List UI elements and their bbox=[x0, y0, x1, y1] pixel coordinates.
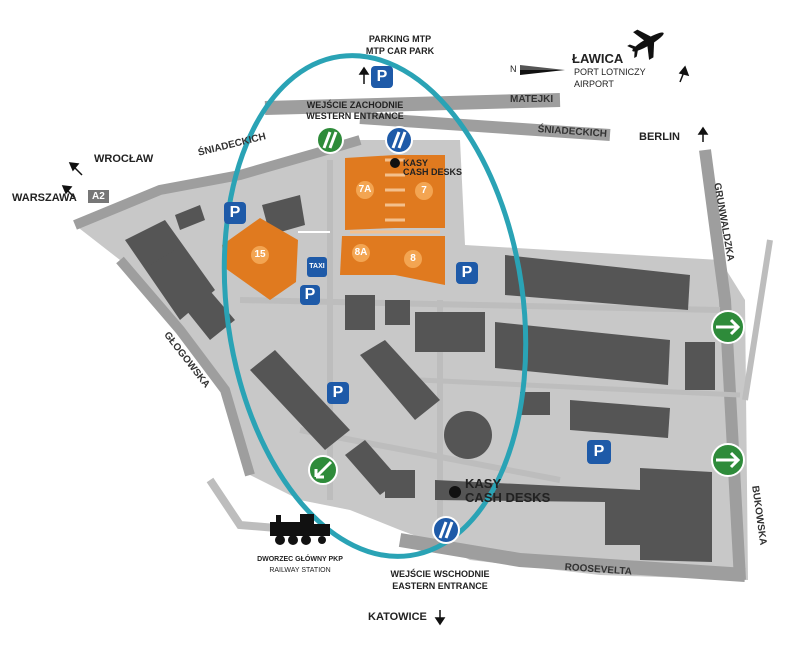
direction-wroclaw: WROCŁAW bbox=[94, 153, 154, 165]
parking-badge: P bbox=[587, 440, 611, 464]
building bbox=[385, 300, 410, 325]
direction-berlin: BERLIN bbox=[639, 131, 680, 143]
cash-desk-top-dot bbox=[390, 158, 400, 168]
parking-badge: P bbox=[456, 262, 478, 284]
east-entrance-label-en: EASTERN ENTRANCE bbox=[392, 581, 488, 591]
cash-desks-top-pl: KASY bbox=[403, 158, 429, 168]
building bbox=[435, 480, 640, 545]
east-entrance-label-pl: WEJŚCIE WSCHODNIE bbox=[390, 569, 490, 579]
airport-label-en: AIRPORT bbox=[574, 79, 614, 89]
building bbox=[415, 312, 485, 352]
connector-hatch bbox=[350, 158, 440, 234]
railway-label-en: RAILWAY STATION bbox=[269, 567, 331, 574]
west-entrance-label-pl: WEJŚCIE ZACHODNIE bbox=[306, 100, 404, 110]
direction-arrows bbox=[61, 65, 709, 626]
building bbox=[570, 400, 670, 438]
pavilion-7a-label: 7A bbox=[356, 181, 374, 199]
entrance-west-green-icon bbox=[316, 126, 344, 154]
pavilions bbox=[222, 155, 445, 300]
entrance-east-blue-icon bbox=[432, 516, 460, 544]
building bbox=[360, 340, 440, 420]
building bbox=[685, 342, 715, 390]
building bbox=[385, 470, 415, 498]
parking-badge-mtp: P bbox=[371, 66, 393, 88]
building bbox=[250, 350, 350, 450]
building bbox=[640, 468, 712, 562]
highlight-ellipse bbox=[221, 53, 529, 559]
cash-desks-bottom-pl: KASY bbox=[465, 476, 502, 491]
building bbox=[175, 205, 205, 230]
railway-label-pl: DWORZEC GŁÓWNY PKP bbox=[257, 556, 343, 563]
street-matejki: MATEJKI bbox=[510, 94, 554, 105]
locomotive-icon bbox=[270, 514, 330, 545]
building bbox=[345, 295, 375, 330]
building bbox=[150, 250, 235, 340]
pavilion-15-label: 15 bbox=[251, 246, 269, 264]
exit-east-2-icon bbox=[711, 443, 745, 477]
west-entrance-label-en: WESTERN ENTRANCE bbox=[306, 111, 404, 121]
airplane-icon bbox=[627, 29, 664, 60]
pavilion-8-label: 8 bbox=[404, 250, 422, 268]
parking-badge: P bbox=[224, 202, 246, 224]
building bbox=[495, 322, 670, 385]
direction-katowice: KATOWICE bbox=[368, 611, 427, 623]
parking-label-pl: PARKING MTP bbox=[368, 34, 432, 44]
airport-label-pl: PORT LOTNICZY bbox=[574, 67, 646, 77]
building bbox=[520, 392, 550, 415]
cash-desks-bottom-en: CASH DESKS bbox=[465, 490, 551, 505]
parking-badge: P bbox=[300, 285, 320, 305]
compass-arrow-icon bbox=[520, 65, 565, 75]
taxi-badge: TAXI bbox=[307, 257, 327, 277]
pavilion-8a-label: 8A bbox=[352, 244, 370, 262]
round-hall bbox=[444, 411, 492, 459]
a2-badge: A2 bbox=[88, 190, 109, 203]
entrance-south-green-icon bbox=[308, 455, 338, 485]
compass-north-label: N bbox=[510, 64, 517, 74]
building bbox=[505, 255, 690, 310]
buildings bbox=[125, 195, 715, 562]
parking-label-en: MTP CAR PARK bbox=[365, 46, 435, 56]
cash-desk-bottom-dot bbox=[449, 486, 461, 498]
entrance-west-blue-icon bbox=[385, 126, 413, 154]
exit-east-1-icon bbox=[711, 310, 745, 344]
pavilion-7-label: 7 bbox=[415, 182, 433, 200]
parking-badge: P bbox=[327, 382, 349, 404]
cash-desks-top-en: CASH DESKS bbox=[403, 167, 463, 177]
direction-warszawa: WARSZAWA bbox=[12, 192, 77, 204]
building bbox=[262, 195, 305, 235]
airport-name: ŁAWICA bbox=[572, 51, 624, 66]
